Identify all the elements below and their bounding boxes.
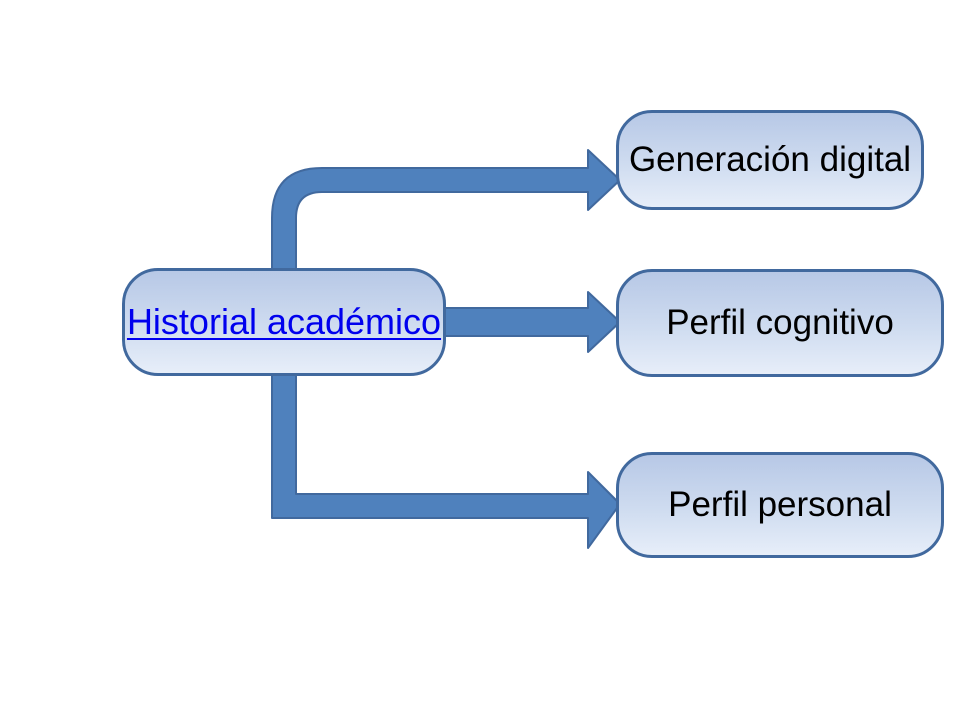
node-label: Perfil cognitivo	[666, 302, 894, 342]
node-label: Generación digital	[628, 139, 912, 179]
arrow-to-perfil-personal	[271, 371, 621, 549]
node-historial-academico[interactable]: Historial académico	[122, 268, 446, 376]
node-generacion-digital: Generación digital	[616, 110, 924, 210]
arrow-to-generacion-digital	[271, 149, 621, 273]
node-label: Perfil personal	[668, 484, 892, 524]
arrow-to-perfil-cognitivo	[443, 291, 621, 353]
node-perfil-personal: Perfil personal	[616, 452, 944, 558]
historial-academico-link[interactable]: Historial académico	[126, 301, 442, 343]
node-perfil-cognitivo: Perfil cognitivo	[616, 269, 944, 377]
